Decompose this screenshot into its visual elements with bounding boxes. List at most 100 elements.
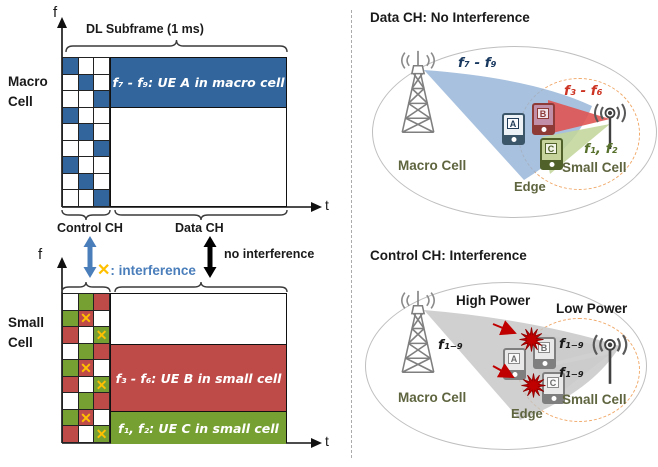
grid-cell <box>78 140 95 158</box>
grid-cell <box>63 140 79 158</box>
macro-beam-freq-label: f₁₋₉ <box>438 337 463 353</box>
grid-cell <box>63 190 79 207</box>
grid-cell <box>78 426 95 443</box>
macro-tower-icon <box>401 290 435 374</box>
small-beam-f3-f6 <box>548 100 610 134</box>
edge-label: Edge <box>514 179 546 194</box>
interference-x-icon: ✕ <box>80 359 92 376</box>
resource-grid-section: f t Macro Cell DL Subframe (1 ms) Contro… <box>8 4 329 449</box>
small-cell-antenna-icon <box>592 333 628 386</box>
grid-cell: ✕ <box>94 327 110 344</box>
grid-cell <box>63 91 79 108</box>
macro-cell-boundary <box>372 46 657 218</box>
macro-t-axis-label: t <box>325 197 329 213</box>
ue-c-band: f₁, f₂: UE C in small cell <box>111 411 286 444</box>
grid-cell <box>78 58 95 75</box>
device-b: B <box>533 337 556 369</box>
small-cell-label: Small Cell <box>562 160 627 175</box>
grid-cell <box>63 409 79 427</box>
device-a: A <box>503 348 526 380</box>
grid-cell <box>94 409 110 427</box>
section-divider <box>351 10 352 458</box>
grid-cell <box>63 426 79 443</box>
low-power-label: Low Power <box>556 301 628 316</box>
ue-b-band: f₃ - f₆: UE B in small cell <box>111 344 286 411</box>
macro-row-label: Macro Cell <box>8 74 48 109</box>
grid-cell <box>63 107 79 125</box>
grid-cell: ✕ <box>94 426 110 443</box>
control-ch-illustration: Control CH: Interference A B C High Powe… <box>352 234 658 467</box>
grid-cell <box>63 343 79 361</box>
grid-cell <box>78 393 95 410</box>
grid-cell <box>94 393 110 410</box>
grid-cell <box>63 376 79 394</box>
grid-cell <box>63 310 79 328</box>
small-row-label: Small Cell <box>8 315 45 350</box>
grid-cell <box>94 360 110 377</box>
no-interference-legend-label: no interference <box>224 247 315 261</box>
macro-cell-boundary <box>365 282 647 450</box>
grid-cell <box>63 124 79 141</box>
grid-cell <box>63 157 79 174</box>
grid-cell <box>94 190 110 207</box>
grid-cell: ✕ <box>78 310 95 328</box>
device-a-label: A <box>508 353 520 364</box>
grid-cell <box>78 74 95 92</box>
grid-cell <box>78 376 95 394</box>
macro-data-region: f₇ - f₉: UE A in macro cell <box>110 57 287 207</box>
grid-cell <box>63 173 79 191</box>
dl-subframe-label: DL Subframe (1 ms) <box>86 22 204 36</box>
grid-cell <box>78 124 95 141</box>
interference-x-icon: ✕ <box>97 262 111 279</box>
data-ch-title: Data CH: No Interference <box>370 10 530 25</box>
device-b-label: B <box>537 108 549 119</box>
beam-c-freq-label: f₁₋₉ <box>559 365 584 381</box>
control-ch-label: Control CH <box>57 221 123 235</box>
device-c-label: C <box>545 143 557 154</box>
grid-cell <box>78 327 95 344</box>
no-interference-arrow-icon <box>203 236 217 278</box>
grid-cell <box>63 327 79 344</box>
macro-cell-label: Macro Cell <box>398 390 467 405</box>
macro-f-axis-label: f <box>53 4 58 21</box>
beam-c-freq-label: f₁, f₂ <box>584 141 618 157</box>
grid-cell <box>78 107 95 125</box>
grid-cell <box>94 74 110 92</box>
grid-cell <box>94 310 110 328</box>
device-c-label: C <box>547 377 559 388</box>
control-ch-title: Control CH: Interference <box>370 248 527 263</box>
beam-a-freq-label: f₇ - f₉ <box>458 55 497 71</box>
grid-cell <box>78 294 95 311</box>
grid-cell <box>78 157 95 174</box>
interference-x-icon: ✕ <box>95 326 108 343</box>
grid-cell <box>94 343 110 361</box>
grid-cell <box>94 173 110 191</box>
small-cell-label: Small Cell <box>562 392 627 407</box>
grid-cell <box>78 190 95 207</box>
grid-cell <box>94 124 110 141</box>
interference-legend: ✕: interference <box>97 245 196 280</box>
beam-b-freq-label: f₃ - f₆ <box>564 83 603 99</box>
grid-cell <box>94 107 110 125</box>
small-t-axis-label: t <box>325 433 329 449</box>
interference-x-icon: ✕ <box>95 376 108 393</box>
interference-x-icon: ✕ <box>80 409 92 426</box>
grid-cell <box>63 74 79 92</box>
data-ch-label: Data CH <box>175 221 224 235</box>
grid-cell <box>63 360 79 377</box>
interference-x-icon: ✕ <box>80 310 92 327</box>
grid-cell <box>94 58 110 75</box>
small-f-axis-label: f <box>38 246 43 263</box>
grid-cell <box>63 294 79 311</box>
small-data-region: f₃ - f₆: UE B in small cell f₁, f₂: UE C… <box>110 293 287 444</box>
macro-tower-icon <box>401 50 435 134</box>
interference-x-icon: ✕ <box>95 426 108 443</box>
grid-cell <box>63 393 79 410</box>
device-a: A <box>502 113 525 145</box>
grid-cell: ✕ <box>78 359 95 377</box>
macro-control-grid <box>62 57 110 207</box>
high-power-label: High Power <box>456 293 531 308</box>
grid-cell <box>63 58 79 75</box>
device-b-label: B <box>538 342 550 353</box>
